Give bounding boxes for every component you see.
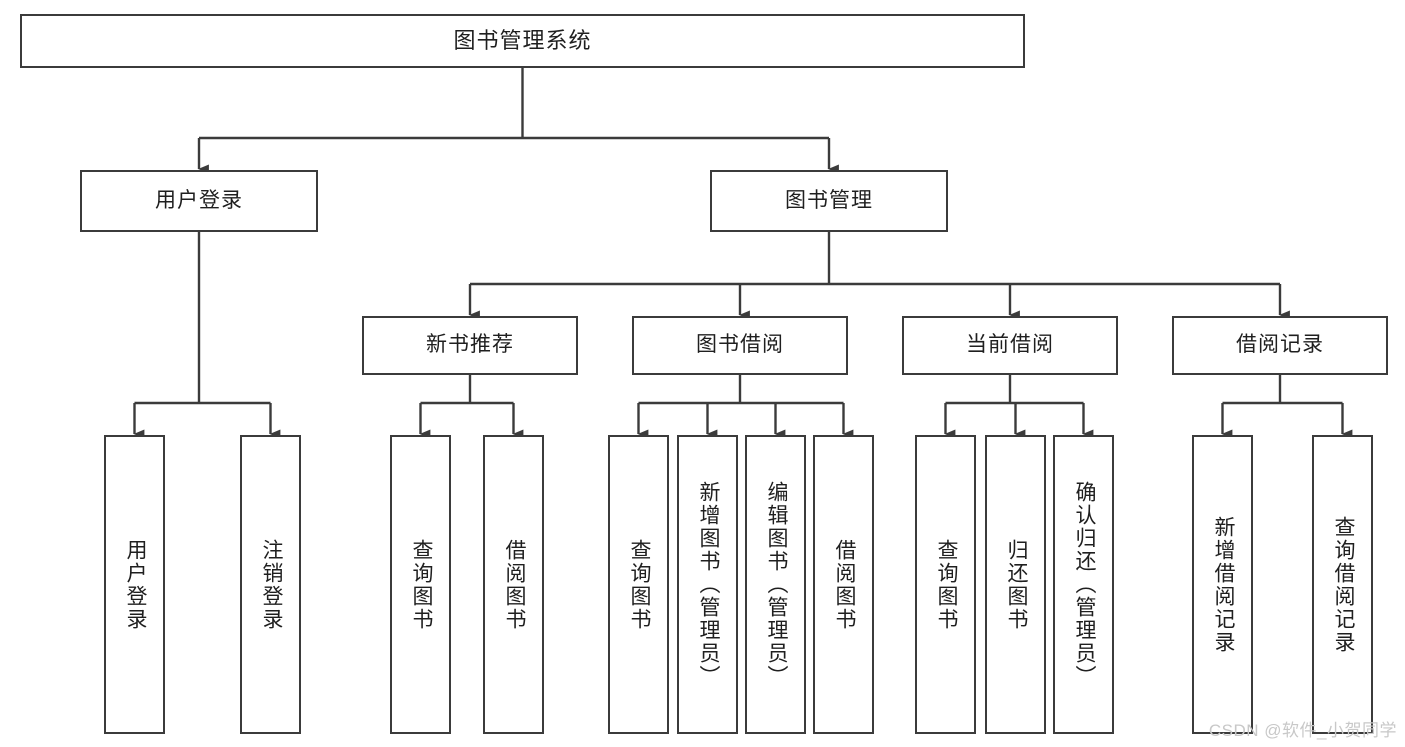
- node-label: 查询图书: [627, 538, 651, 631]
- node-leaf-user-logout[interactable]: 注销登录: [240, 435, 301, 734]
- node-leaf-borrow-book-2[interactable]: 借阅图书: [813, 435, 874, 734]
- node-leaf-query-record[interactable]: 查询借阅记录: [1312, 435, 1373, 734]
- node-label: 编辑图书（管理员）: [764, 481, 788, 688]
- node-new-book-recommend[interactable]: 新书推荐: [362, 316, 578, 375]
- node-label: 确认归还（管理员）: [1072, 481, 1096, 688]
- node-borrow-record[interactable]: 借阅记录: [1172, 316, 1388, 375]
- node-label: 归还图书: [1004, 538, 1028, 631]
- node-label: 注销登录: [259, 538, 283, 631]
- node-label: 用户登录: [155, 188, 243, 212]
- node-label: 图书借阅: [696, 333, 784, 357]
- node-label: 用户登录: [123, 538, 147, 631]
- node-label: 图书管理: [785, 188, 873, 212]
- node-root[interactable]: 图书管理系统: [20, 14, 1025, 68]
- node-user-login[interactable]: 用户登录: [80, 170, 318, 232]
- node-label: 借阅记录: [1236, 333, 1324, 357]
- csdn-watermark: CSDN @软件_小贺同学: [1208, 721, 1397, 740]
- node-leaf-return-book[interactable]: 归还图书: [985, 435, 1046, 734]
- node-label: 查询图书: [409, 538, 433, 631]
- node-label: 查询借阅记录: [1331, 515, 1355, 654]
- node-label: 新增借阅记录: [1211, 515, 1235, 654]
- node-leaf-query-book-2[interactable]: 查询图书: [608, 435, 669, 734]
- node-label: 当前借阅: [966, 333, 1054, 357]
- node-label: 借阅图书: [502, 538, 526, 631]
- node-label: 借阅图书: [832, 538, 856, 631]
- node-leaf-borrow-book-1[interactable]: 借阅图书: [483, 435, 544, 734]
- node-label: 查询图书: [934, 538, 958, 631]
- node-current-borrow[interactable]: 当前借阅: [902, 316, 1118, 375]
- node-leaf-add-record[interactable]: 新增借阅记录: [1192, 435, 1253, 734]
- node-book-manage[interactable]: 图书管理: [710, 170, 948, 232]
- node-book-borrow[interactable]: 图书借阅: [632, 316, 848, 375]
- node-leaf-edit-book[interactable]: 编辑图书（管理员）: [745, 435, 806, 734]
- node-leaf-query-book-3[interactable]: 查询图书: [915, 435, 976, 734]
- node-leaf-add-book[interactable]: 新增图书（管理员）: [677, 435, 738, 734]
- node-label: 新增图书（管理员）: [696, 481, 720, 688]
- node-label: 图书管理系统: [453, 28, 592, 54]
- node-label: 新书推荐: [426, 333, 514, 357]
- node-leaf-query-book-1[interactable]: 查询图书: [390, 435, 451, 734]
- node-leaf-confirm-return[interactable]: 确认归还（管理员）: [1053, 435, 1114, 734]
- node-leaf-user-login[interactable]: 用户登录: [104, 435, 165, 734]
